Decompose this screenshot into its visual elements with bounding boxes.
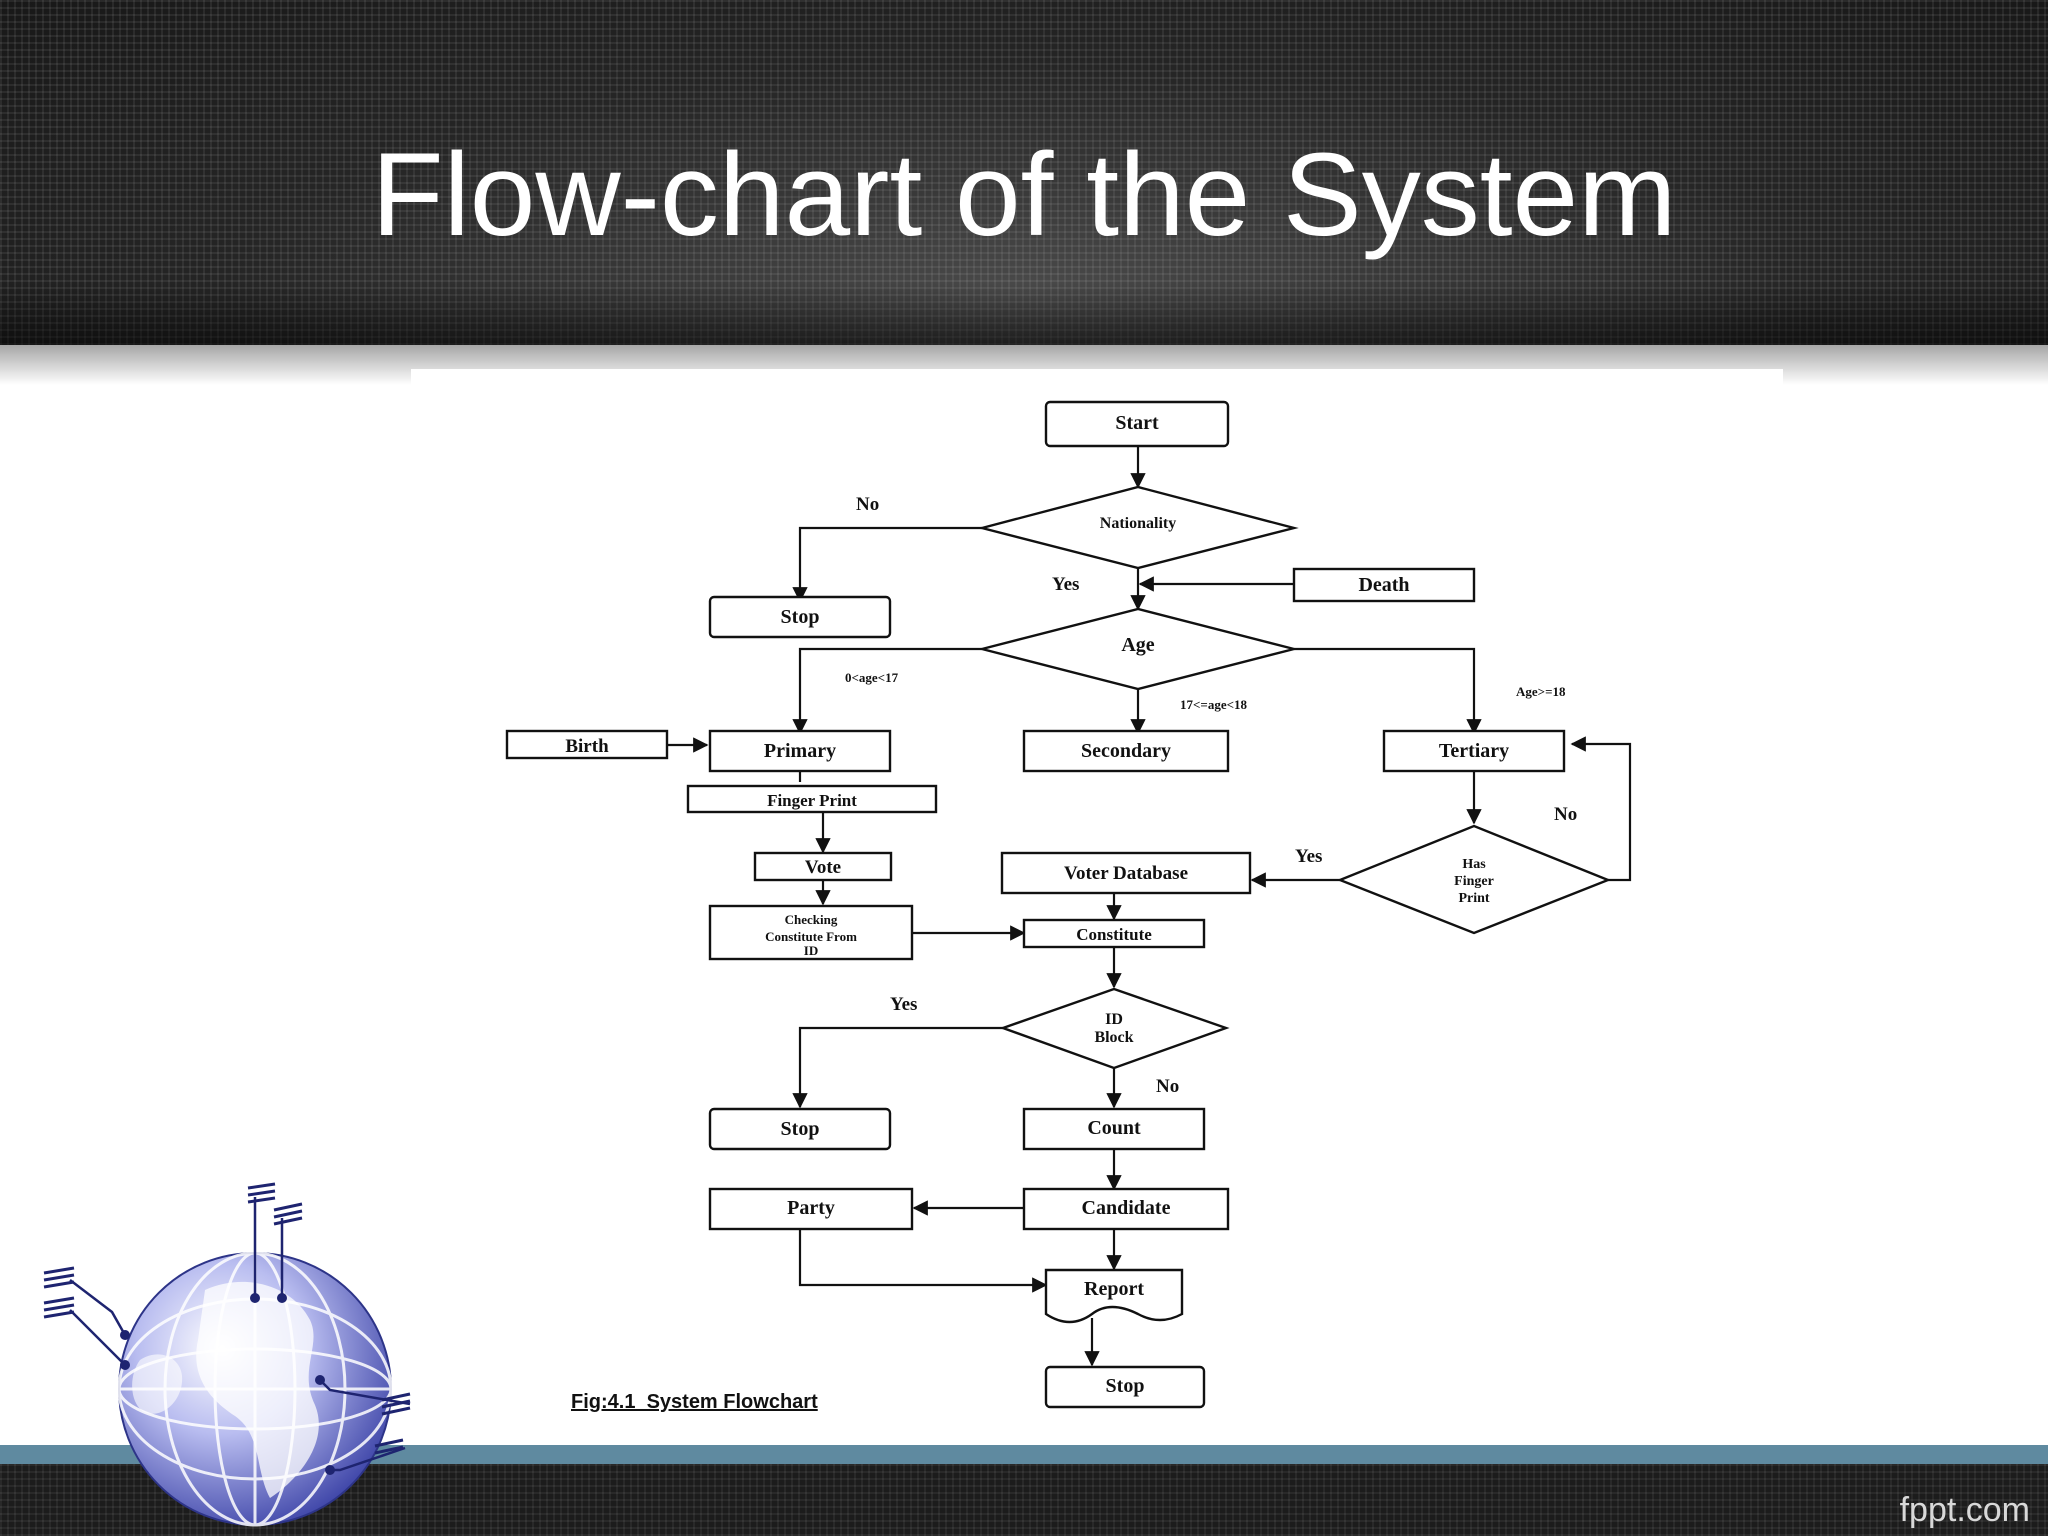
label-start: Start xyxy=(1115,412,1159,434)
edge-party-report xyxy=(798,1229,1048,1293)
node-stop-bottom xyxy=(1044,1365,1206,1409)
edge-label-idblock-no: No xyxy=(1156,1076,1179,1097)
node-voter-database xyxy=(1000,851,1252,895)
label-report: Report xyxy=(1084,1278,1144,1300)
label-stop-top: Stop xyxy=(781,606,820,628)
edge-label-age-tertiary: Age>=18 xyxy=(1516,684,1566,699)
edge-label-age-secondary: 17<=age<18 xyxy=(1180,697,1247,712)
edge-age-primary xyxy=(792,647,982,735)
label-age: Age xyxy=(1121,634,1154,656)
label-stop-mid: Stop xyxy=(781,1118,820,1140)
node-vote xyxy=(753,851,893,882)
label-party: Party xyxy=(787,1197,835,1219)
label-birth: Birth xyxy=(565,736,609,757)
label-death: Death xyxy=(1358,574,1409,596)
node-death xyxy=(1292,567,1476,603)
edge-label-age-primary: 0<age<17 xyxy=(845,670,899,685)
node-primary xyxy=(708,729,892,773)
label-id-block-1: ID xyxy=(1105,1011,1123,1028)
label-has-fp-1: Has xyxy=(1462,857,1486,872)
node-nationality xyxy=(977,485,1299,570)
title-bar: Flow-chart of the System xyxy=(0,0,2048,345)
label-has-fp-2: Finger xyxy=(1454,874,1494,889)
node-constitute xyxy=(1022,918,1206,949)
node-stop-mid xyxy=(708,1107,892,1151)
label-stop-bottom: Stop xyxy=(1106,1375,1145,1397)
edge-nationality-stop xyxy=(792,526,982,603)
node-id-block xyxy=(999,987,1230,1070)
label-vote: Vote xyxy=(805,857,841,878)
globe-icon xyxy=(43,1182,411,1527)
label-voter-database: Voter Database xyxy=(1064,863,1188,884)
node-tertiary xyxy=(1382,729,1566,773)
label-primary: Primary xyxy=(764,740,836,762)
figure-caption: Fig:4.1 System Flowchart xyxy=(571,1391,818,1413)
edge-age-tertiary xyxy=(1294,647,1482,735)
label-checking-1: Checking xyxy=(785,912,838,927)
brand-watermark: fppt.com xyxy=(1899,1491,2030,1529)
label-checking-2: Constitute From xyxy=(765,929,857,944)
label-tertiary: Tertiary xyxy=(1439,740,1509,762)
node-start xyxy=(1044,400,1230,448)
label-id-block-2: Block xyxy=(1094,1029,1133,1046)
node-report xyxy=(1044,1268,1184,1324)
node-birth xyxy=(505,729,669,760)
slide-title: Flow-chart of the System xyxy=(371,129,1677,261)
edge-label-nationality-yes: Yes xyxy=(1052,574,1079,595)
edge-label-hasfp-yes: Yes xyxy=(1295,846,1322,867)
edge-label-idblock-yes: Yes xyxy=(890,994,917,1015)
node-secondary xyxy=(1022,729,1230,773)
edge-idblock-stop xyxy=(792,1026,1003,1109)
node-age xyxy=(981,607,1295,691)
edge-hasfp-no xyxy=(1570,736,1632,882)
label-checking-3: ID xyxy=(804,943,818,958)
node-finger-print xyxy=(686,784,938,814)
label-finger-print: Finger Print xyxy=(767,791,857,810)
node-party xyxy=(708,1187,914,1231)
node-stop-top xyxy=(708,595,892,639)
connectors xyxy=(667,446,1632,1367)
node-checking xyxy=(708,904,914,961)
footer-accent-band xyxy=(0,1445,2048,1464)
node-candidate xyxy=(1022,1187,1230,1231)
label-count: Count xyxy=(1087,1117,1141,1139)
node-count xyxy=(1022,1107,1206,1151)
label-constitute: Constitute xyxy=(1076,925,1152,944)
edge-label-hasfp-no: No xyxy=(1554,804,1577,825)
label-secondary: Secondary xyxy=(1081,740,1171,762)
label-nationality: Nationality xyxy=(1100,515,1176,532)
label-has-fp-3: Print xyxy=(1458,891,1489,906)
edge-label-nationality-no: No xyxy=(856,494,879,515)
node-has-finger-print xyxy=(1336,824,1612,935)
label-candidate: Candidate xyxy=(1082,1197,1171,1219)
